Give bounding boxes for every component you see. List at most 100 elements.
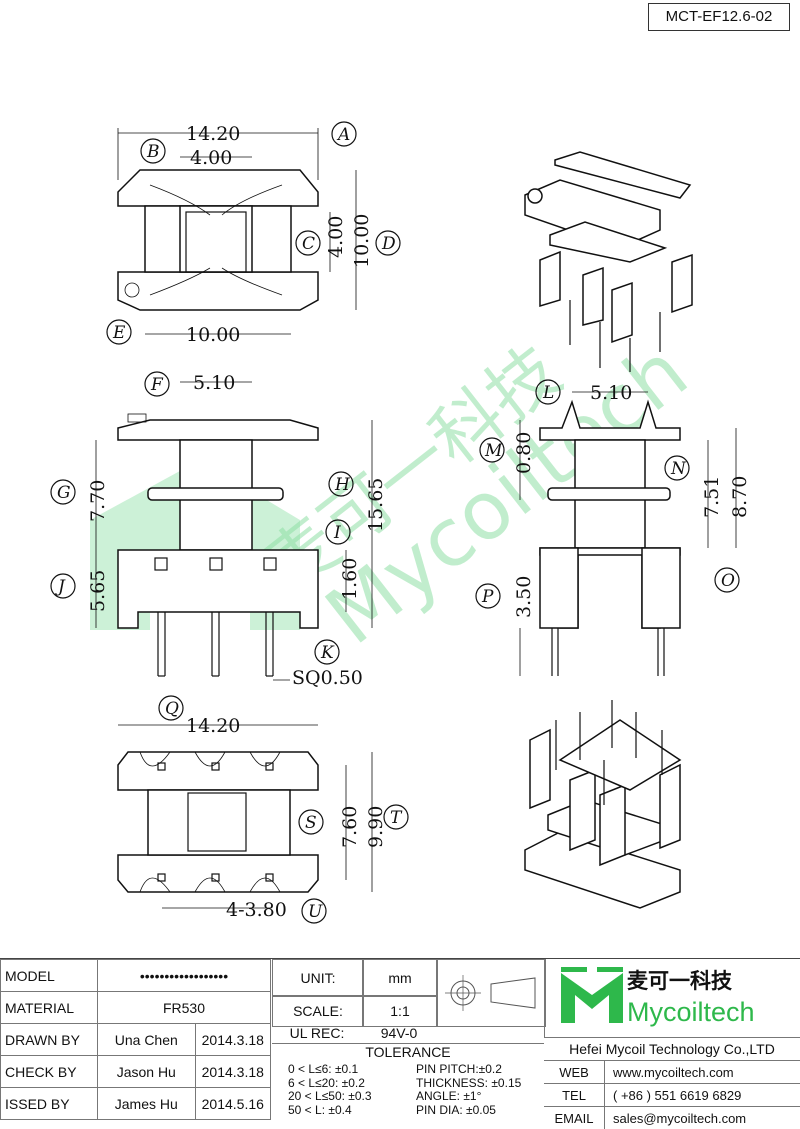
svg-text:B: B	[146, 142, 160, 162]
dim-right-pin: 3.50	[513, 576, 535, 618]
tol-left-4: 50 < L: ±0.4	[288, 1102, 352, 1117]
technical-drawing: 麦可一科技 Mycoiltech 14.20 4.00 4.00 10.00 1…	[50, 121, 751, 924]
top-view: 14.20 4.00 4.00 10.00 10.00	[117, 123, 373, 346]
date-drawn: 2014.3.18	[194, 1023, 272, 1056]
contact-key-tel: TEL	[544, 1084, 605, 1106]
svg-text:U: U	[308, 902, 323, 922]
callout-g: G	[50, 479, 76, 505]
callout-h: H	[328, 471, 354, 497]
callout-o: O	[714, 567, 740, 593]
callout-m: M	[479, 437, 505, 463]
callout-j: J	[50, 573, 76, 599]
svg-text:G: G	[57, 483, 71, 503]
dim-bottom-core: 7.60	[339, 806, 361, 848]
company-cn: 麦可一科技	[627, 970, 732, 993]
value-check: Jason Hu	[97, 1055, 196, 1088]
label-material: MATERIAL	[0, 991, 98, 1024]
dim-side-lower: 5.65	[87, 570, 109, 612]
callout-l: L	[535, 379, 561, 405]
contact-row-web: WEB www.mycoiltech.com	[544, 1060, 800, 1083]
dim-top-base: 10.00	[186, 324, 240, 346]
value-issued: James Hu	[97, 1087, 196, 1120]
callout-b: B	[140, 138, 166, 164]
date-issued: 2014.5.16	[194, 1087, 272, 1120]
callout-i: I	[325, 519, 351, 545]
info-table: MODEL •••••••••••••••••• MATERIAL FR530 …	[0, 959, 272, 1120]
svg-text:K: K	[320, 643, 335, 663]
tol-right-1: PIN PITCH:±0.2	[416, 1062, 502, 1076]
svg-text:E: E	[112, 323, 126, 343]
svg-text:I: I	[333, 523, 341, 543]
dim-top-total: 10.00	[351, 214, 373, 268]
callout-f: F	[144, 371, 170, 397]
dim-side-width: 5.10	[193, 372, 235, 394]
contact-web-link[interactable]: www.mycoiltech.com	[613, 1064, 734, 1080]
callout-d: D	[375, 230, 401, 256]
isometric-top	[524, 151, 693, 372]
dim-pin-square: SQ0.50	[292, 667, 363, 689]
callout-q: Q	[158, 695, 184, 721]
svg-text:N: N	[670, 459, 687, 479]
contact-row-email: EMAIL sales@mycoiltech.com	[544, 1106, 800, 1129]
callout-p: P	[475, 583, 501, 609]
side-view: 5.10 7.70 5.65 15.65 1.60 SQ0.50	[87, 372, 387, 689]
tol-right-3: ANGLE: ±1°	[416, 1089, 482, 1103]
value-material: FR530	[97, 991, 271, 1024]
svg-text:Q: Q	[165, 699, 179, 719]
drawing-code: MCT-EF12.6-02	[648, 3, 790, 31]
svg-text:A: A	[336, 125, 350, 145]
company-logo-area: 麦可一科技 Mycoiltech	[544, 959, 800, 1037]
date-check: 2014.3.18	[194, 1055, 272, 1088]
bottom-view: 14.20 7.60 9.90 4-3.80	[117, 715, 387, 921]
value-model: ••••••••••••••••••	[97, 959, 271, 992]
tolerance-right: PIN PITCH:±0.2 THICKNESS: ±0.15 ANGLE: ±…	[416, 1062, 522, 1117]
unit-label: UNIT:	[272, 959, 364, 997]
dim-side-total: 15.65	[365, 478, 387, 532]
company-full-name: Hefei Mycoil Technology Co.,LTD	[544, 1037, 800, 1060]
tol-right-2: THICKNESS: ±0.15	[416, 1075, 522, 1090]
value-drawn: Una Chen	[97, 1023, 196, 1056]
tolerance-title: TOLERANCE	[272, 1043, 544, 1062]
svg-text:C: C	[302, 234, 315, 254]
contact-block: Hefei Mycoil Technology Co.,LTD WEB www.…	[544, 1037, 800, 1129]
dim-top-slot: 4.00	[190, 147, 232, 169]
contact-row-tel: TEL ( +86 ) 551 6619 6829	[544, 1083, 800, 1106]
ul-label: UL REC:	[289, 1025, 345, 1041]
tol-left-3: 20 < L≤50: ±0.3	[288, 1089, 372, 1103]
tolerance-left: 0 < L≤6: ±0.1 6 < L≤20: ±0.2 20 < L≤50: …	[288, 1062, 372, 1117]
isometric-bottom	[524, 700, 682, 909]
label-model: MODEL	[0, 959, 98, 992]
tol-left-2: 6 < L≤20: ±0.2	[288, 1075, 365, 1090]
dim-side-upper: 7.70	[87, 480, 109, 522]
svg-text:J: J	[55, 577, 66, 597]
unit-value: mm	[362, 959, 438, 997]
svg-text:O: O	[721, 571, 735, 591]
spec-block: UNIT: mm SCALE: 1:1 UL REC: 94V-0 TOLERA…	[272, 959, 546, 1126]
dim-right-width: 5.10	[590, 382, 632, 404]
callout-t: T	[383, 804, 409, 830]
company-logo-icon	[561, 967, 623, 1023]
contact-tel: ( +86 ) 551 6619 6829	[613, 1087, 742, 1103]
projection-symbol-icon	[436, 959, 546, 1027]
svg-text:H: H	[334, 475, 351, 495]
dim-top-width: 14.20	[186, 123, 240, 145]
callout-k: K	[314, 639, 340, 665]
dim-right-b: 8.70	[729, 476, 751, 518]
callout-a: A	[331, 121, 357, 147]
company-en: Mycoiltech	[627, 997, 755, 1027]
scale-value: 1:1	[362, 995, 438, 1027]
svg-text:D: D	[381, 234, 396, 254]
svg-text:T: T	[390, 808, 403, 828]
callout-u: U	[301, 898, 327, 924]
svg-text:M: M	[484, 441, 503, 461]
label-check: CHECK BY	[0, 1055, 98, 1088]
label-drawn: DRAWN BY	[0, 1023, 98, 1056]
callout-c: C	[295, 230, 321, 256]
dim-bottom-total: 9.90	[365, 806, 387, 848]
dim-right-a: 7.51	[701, 476, 723, 518]
dim-side-mid: 1.60	[339, 558, 361, 600]
contact-key-email: EMAIL	[544, 1107, 605, 1129]
contact-key-web: WEB	[544, 1061, 605, 1083]
contact-email-link[interactable]: sales@mycoiltech.com	[613, 1110, 747, 1126]
scale-label: SCALE:	[272, 995, 364, 1027]
